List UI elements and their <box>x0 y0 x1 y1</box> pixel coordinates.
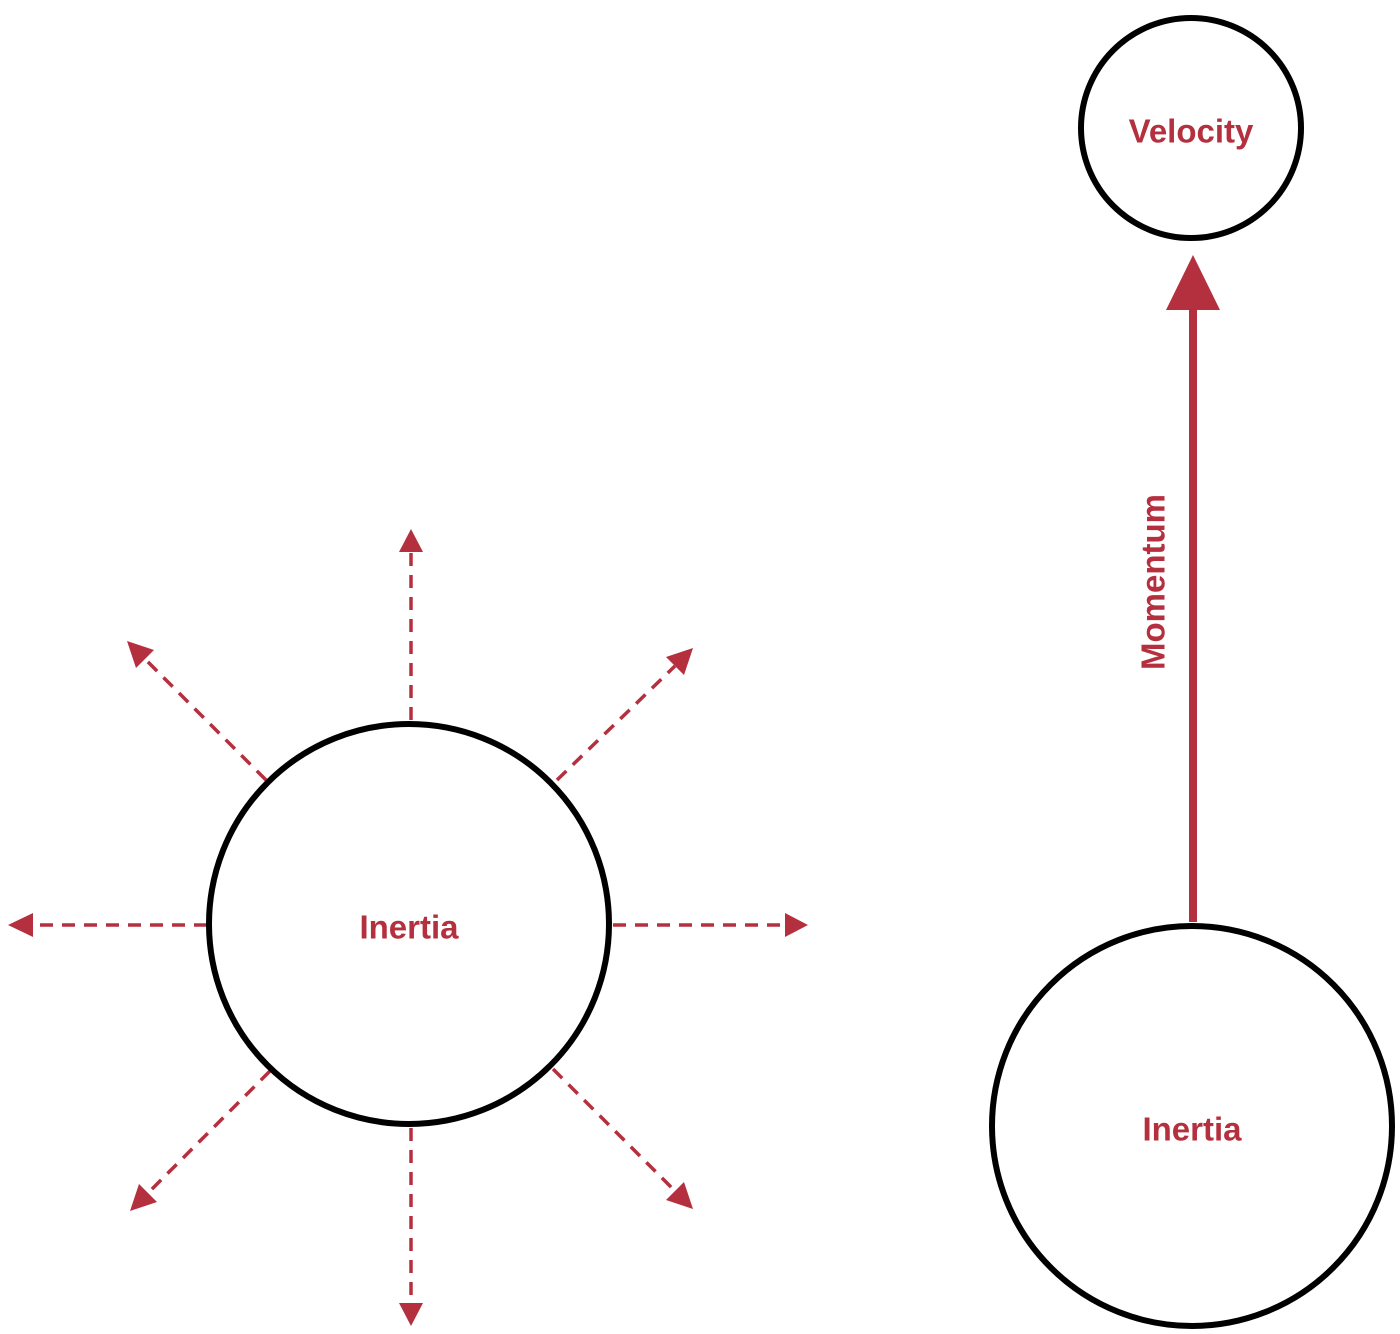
arrow-up <box>399 529 423 720</box>
inertia-label-left: Inertia <box>359 909 459 946</box>
arrow-up-right <box>555 648 693 782</box>
velocity-label: Velocity <box>1129 113 1254 150</box>
velocity-circle <box>1078 15 1304 241</box>
arrow-down <box>399 1128 423 1326</box>
left-diagram: Inertia <box>8 529 808 1326</box>
arrow-down-left <box>130 1069 272 1211</box>
arrow-up-left <box>127 641 268 782</box>
arrow-right <box>613 913 808 937</box>
inertia-circle-left <box>206 721 612 1127</box>
dashed-arrows <box>8 529 808 1326</box>
inertia-label-right: Inertia <box>1142 1111 1242 1148</box>
right-diagram: Velocity Momentum Inertia <box>989 15 1395 1329</box>
momentum-arrow <box>1166 255 1220 922</box>
inertia-circle-right <box>989 923 1395 1329</box>
arrow-down-right <box>551 1067 693 1209</box>
arrow-left <box>8 913 207 937</box>
momentum-label: Momentum <box>1135 494 1172 670</box>
